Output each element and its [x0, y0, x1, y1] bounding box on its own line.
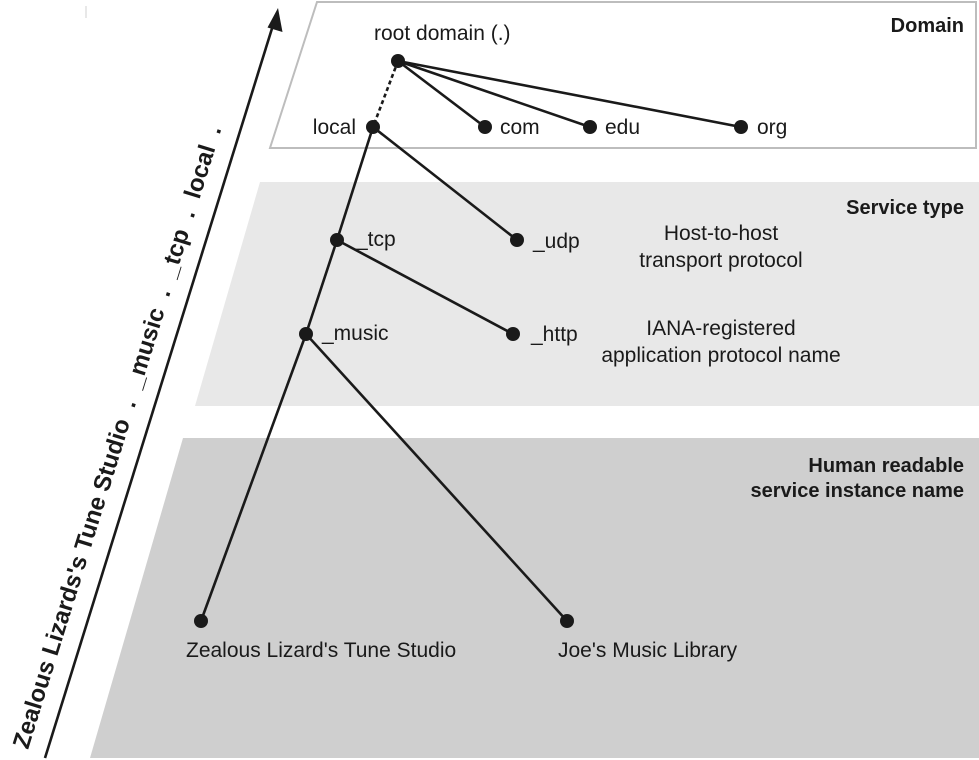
node-http — [506, 327, 520, 341]
edge-root-local — [371, 60, 400, 128]
edge-local-tcp — [335, 126, 375, 241]
node-tcp — [330, 233, 344, 247]
axis-arrow-head-icon — [267, 8, 283, 32]
tree-edges — [199, 59, 742, 622]
edge-local-udp — [372, 125, 518, 242]
edge-music-joes — [305, 333, 568, 622]
label-local: local — [313, 116, 356, 139]
node-root — [391, 54, 405, 68]
label-udp: _udp — [532, 230, 580, 253]
domain-section-title: Domain — [891, 15, 964, 37]
annotation-iana-line1: IANA-registered — [646, 317, 795, 340]
edge-root-edu — [397, 59, 591, 129]
node-labels: root domain (.) local com edu org _tcp _… — [186, 22, 787, 662]
label-tcp: _tcp — [355, 228, 396, 251]
domain-band — [268, 0, 977, 149]
node-com — [478, 120, 492, 134]
label-music: _music — [321, 322, 389, 345]
annotation-iana-line2: application protocol name — [601, 344, 840, 367]
annotation-transport-line2: transport protocol — [639, 249, 802, 272]
node-org — [734, 120, 748, 134]
service-type-section-title: Service type — [846, 197, 964, 219]
edge-music-zealous — [199, 333, 308, 622]
node-zealous — [194, 614, 208, 628]
node-udp — [510, 233, 524, 247]
label-joes: Joe's Music Library — [558, 639, 738, 662]
axis-line — [43, 21, 276, 759]
instance-section-title-line2: service instance name — [751, 480, 964, 502]
annotations: Host-to-host transport protocol IANA-reg… — [601, 222, 840, 367]
service-type-band — [195, 182, 979, 406]
label-root: root domain (.) — [374, 22, 511, 45]
instance-section-title-line1: Human readable — [808, 455, 964, 477]
node-edu — [583, 120, 597, 134]
label-zealous: Zealous Lizard's Tune Studio — [186, 639, 456, 662]
edge-root-org — [397, 59, 742, 129]
node-music — [299, 327, 313, 341]
node-joes — [560, 614, 574, 628]
edge-tcp-http — [336, 238, 514, 336]
edge-root-com — [397, 59, 486, 129]
label-edu: edu — [605, 116, 640, 139]
label-http: _http — [530, 323, 578, 346]
tree-nodes — [194, 54, 748, 628]
label-org: org — [757, 116, 787, 139]
label-com: com — [500, 116, 540, 139]
instance-band — [90, 438, 979, 758]
node-local — [366, 120, 380, 134]
annotation-transport-line1: Host-to-host — [664, 222, 779, 245]
edge-tcp-music — [304, 239, 339, 335]
